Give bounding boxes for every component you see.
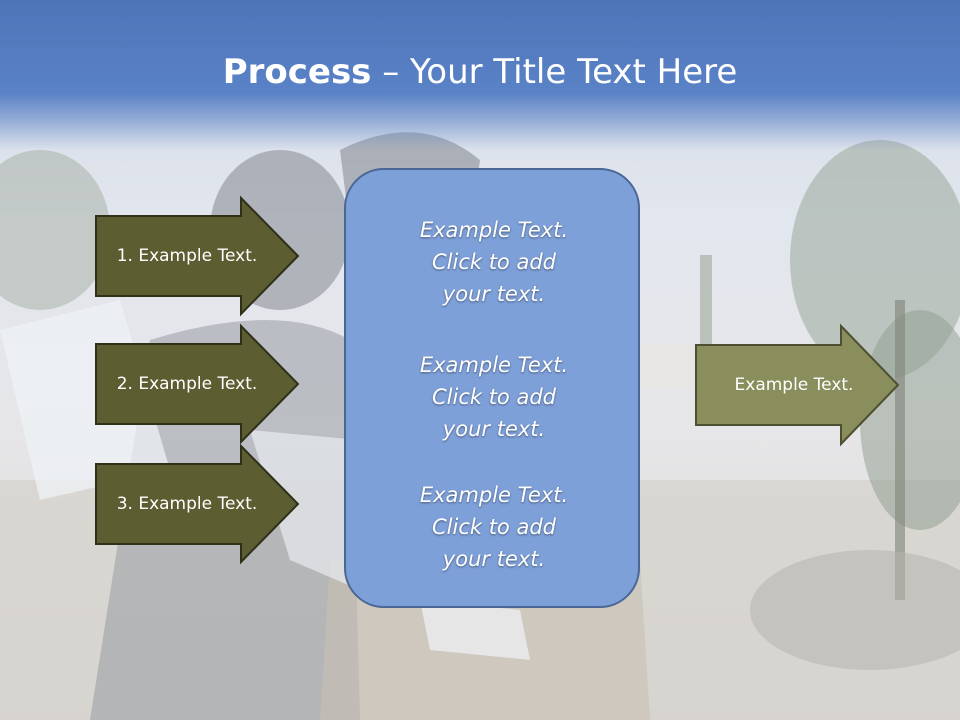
- center-paragraph-3-line-2: Click to add: [431, 515, 556, 539]
- center-paragraph-1: Example Text. Click to add your text.: [346, 214, 642, 310]
- step-arrow-1-shape: [95, 195, 300, 317]
- result-arrow[interactable]: Example Text.: [695, 323, 900, 447]
- center-paragraph-2-line-1: Example Text.: [419, 353, 569, 377]
- center-paragraph-1-line-2: Click to add: [431, 250, 556, 274]
- step-arrow-3-label: 3. Example Text.: [116, 494, 258, 514]
- center-paragraph-2-line-2: Click to add: [431, 385, 556, 409]
- center-paragraph-1-line-3: your text.: [442, 282, 546, 306]
- result-arrow-label: Example Text.: [734, 375, 854, 395]
- step-arrow-2-shape: [95, 323, 300, 445]
- title-bold: Process: [222, 52, 372, 92]
- center-paragraph-2-line-3: your text.: [442, 417, 546, 441]
- step-arrow-3-shape: [95, 443, 300, 565]
- center-paragraph-3-line-3: your text.: [442, 547, 546, 571]
- step-arrow-2[interactable]: 2. Example Text.: [95, 323, 300, 445]
- step-arrow-1-label: 1. Example Text.: [116, 246, 258, 266]
- center-paragraph-1-line-1: Example Text.: [419, 218, 569, 242]
- slide-title[interactable]: Process – Your Title Text Here: [0, 52, 960, 92]
- center-paragraph-3: Example Text. Click to add your text.: [346, 479, 642, 575]
- title-rest: – Your Title Text Here: [371, 52, 738, 92]
- step-arrow-1[interactable]: 1. Example Text.: [95, 195, 300, 317]
- center-paragraph-3-line-1: Example Text.: [419, 483, 569, 507]
- step-arrow-2-label: 2. Example Text.: [116, 374, 258, 394]
- result-arrow-shape: [695, 323, 900, 447]
- step-arrow-3[interactable]: 3. Example Text.: [95, 443, 300, 565]
- title-band: [0, 0, 960, 150]
- center-text-box[interactable]: Example Text. Click to add your text. Ex…: [344, 168, 640, 608]
- center-paragraph-2: Example Text. Click to add your text.: [346, 349, 642, 445]
